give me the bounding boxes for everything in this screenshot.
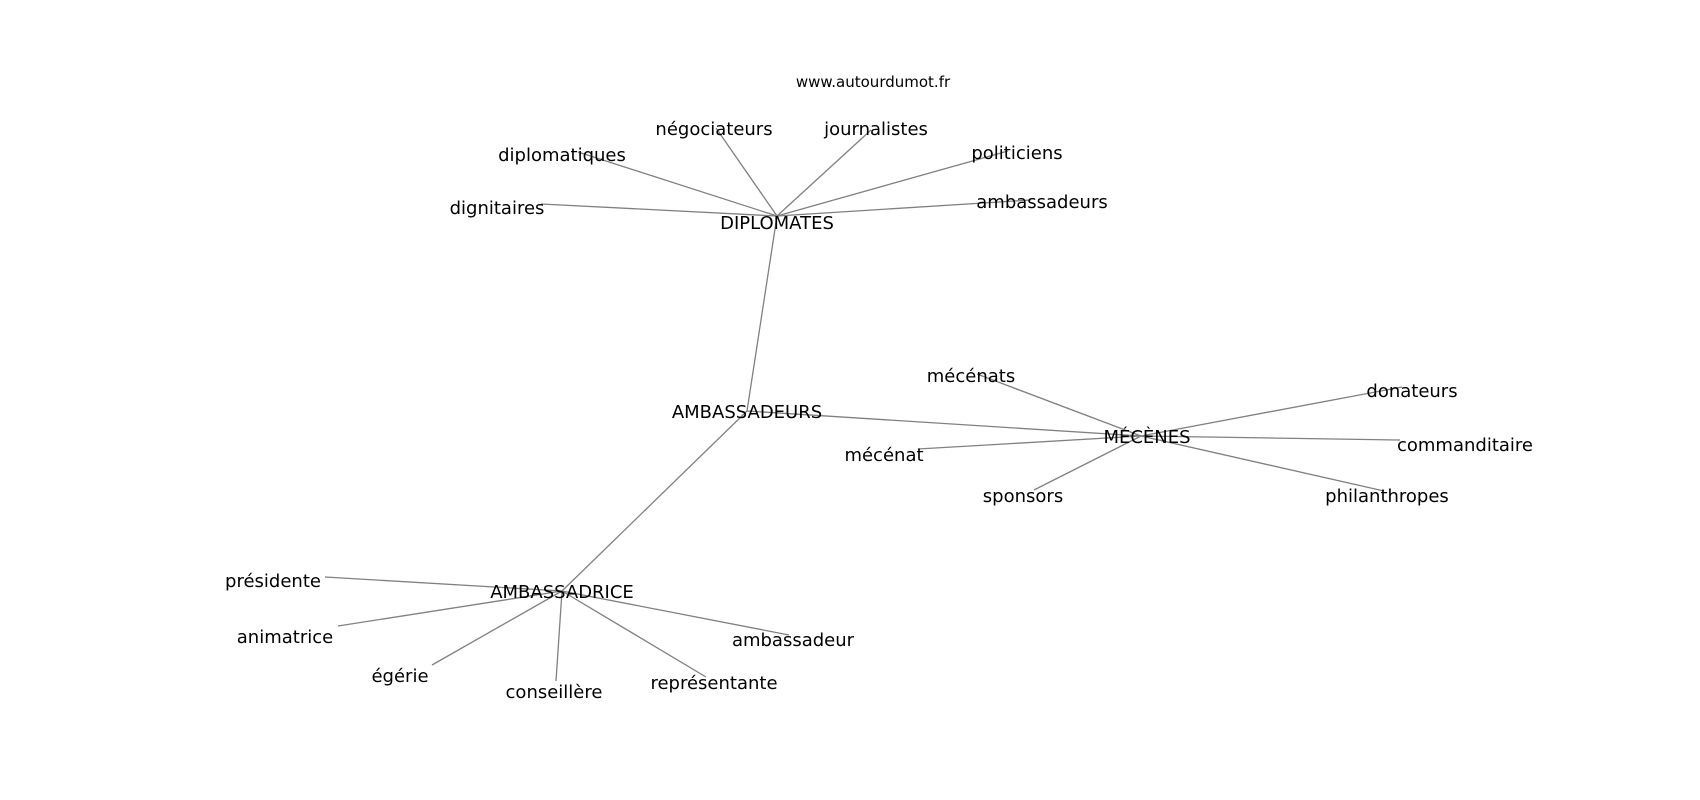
- graph-node-labels: AMBASSADEURS DIPLOMATES MÉCÈNES AMBASSADRIC…: [225, 119, 1533, 703]
- node-label-philanthropes: philanthropes: [1325, 486, 1449, 507]
- edge-diplomates-diplomatiques: [577, 151, 778, 217]
- graph-edges: [324, 127, 1403, 682]
- node-label-diplomates: DIPLOMATES: [720, 213, 834, 234]
- node-label-donateurs: donateurs: [1366, 381, 1457, 402]
- node-label-presidente: présidente: [225, 571, 321, 592]
- node-label-animatrice: animatrice: [237, 627, 333, 648]
- node-label-negociateurs: négociateurs: [655, 119, 772, 140]
- node-label-mecenat: mécénat: [844, 445, 923, 466]
- node-label-sponsors: sponsors: [983, 486, 1063, 507]
- edge-mecenes-sponsors: [1033, 435, 1142, 491]
- node-label-egerie: égérie: [371, 666, 428, 687]
- site-watermark: www.autourdumot.fr: [796, 73, 951, 91]
- edge-mecenes-donateurs: [1140, 386, 1403, 437]
- node-label-ambassadrice: AMBASSADRICE: [490, 582, 634, 603]
- edge-ambassadeurs_hub-diplomates: [746, 215, 778, 412]
- edge-mecenes-philanthropes: [1140, 435, 1385, 492]
- node-label-politiciens: politiciens: [971, 143, 1062, 164]
- node-label-ambassadeurs_hub: AMBASSADEURS: [672, 402, 822, 423]
- edge-ambassadrice-ambassadeur: [561, 590, 790, 636]
- node-label-journalistes: journalistes: [823, 119, 928, 140]
- edge-diplomates-negociateurs: [715, 127, 778, 217]
- edge-mecenes-mecenats: [976, 373, 1142, 437]
- node-label-mecenats: mécénats: [927, 366, 1015, 387]
- edge-diplomates-dignitaires: [540, 203, 778, 217]
- edge-ambassadrice-representante: [561, 590, 707, 678]
- edge-ambassadrice-presidente: [324, 576, 563, 592]
- node-label-ambassadeurs_leaf: ambassadeurs: [976, 192, 1108, 213]
- node-label-commanditaires: commanditaire: [1397, 435, 1533, 456]
- edge-diplomates-politiciens: [776, 150, 1009, 217]
- edge-ambassadrice-conseillere: [555, 590, 563, 682]
- node-label-diplomatiques: diplomatiques: [498, 145, 626, 166]
- node-label-representante: représentante: [650, 673, 777, 694]
- edge-mecenes-commanditaires: [1140, 435, 1401, 441]
- edge-ambassadeurs_hub-mecenes: [746, 410, 1142, 437]
- edge-ambassadeurs_hub-ambassadrice: [561, 410, 748, 592]
- node-label-ambassadeur: ambassadeur: [732, 630, 855, 651]
- edge-mecenes-mecenat: [917, 435, 1142, 450]
- node-label-conseillere: conseillère: [506, 682, 603, 703]
- edge-diplomates-ambassadeurs_leaf: [776, 199, 1032, 217]
- node-label-dignitaires: dignitaires: [450, 198, 545, 219]
- edge-ambassadrice-animatrice: [337, 590, 563, 627]
- edge-ambassadrice-egerie: [431, 590, 563, 666]
- node-label-mecenes: MÉCÈNES: [1103, 426, 1190, 448]
- edge-diplomates-journalistes: [776, 129, 872, 217]
